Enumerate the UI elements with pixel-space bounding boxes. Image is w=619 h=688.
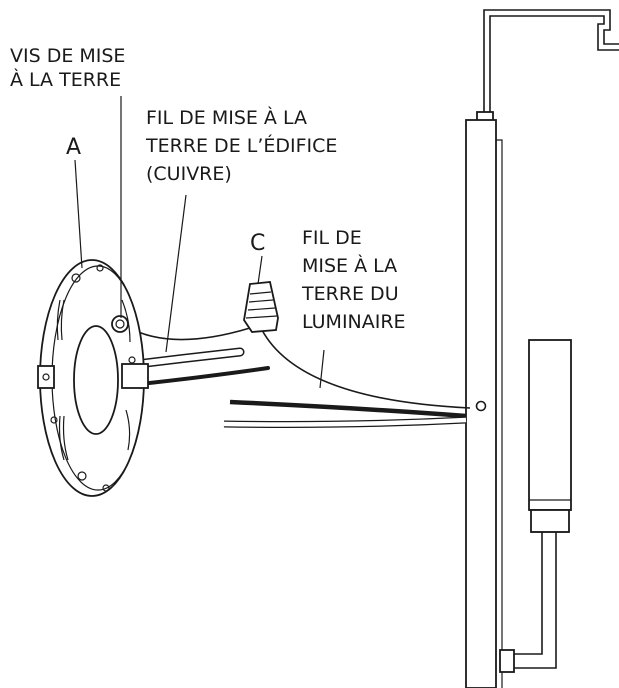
label-fixture-wire-line4: LUMINAIRE (302, 311, 406, 333)
leader-lines (74, 96, 325, 389)
label-building-wire-line1: FIL DE MISE À LA (146, 106, 307, 129)
label-fixture-wire-line1: FIL DE (302, 227, 362, 249)
label-building-wire-line3: (CUIVRE) (146, 163, 232, 185)
label-a: A (66, 135, 81, 160)
fixture-assembly (465, 9, 619, 688)
label-c: C (250, 231, 265, 256)
label-building-wire-line2: TERRE DE L’ÉDIFICE (145, 134, 337, 157)
label-fixture-wire-line2: MISE À LA (302, 254, 397, 277)
ground-screw-icon (111, 315, 129, 333)
mounting-plate (37, 259, 149, 497)
label-ground-screw-line1: VIS DE MISE (10, 45, 125, 67)
wire-connector (243, 281, 279, 333)
label-fixture-wire-line3: TERRE DU (301, 283, 399, 305)
cylinder-shade (528, 339, 572, 533)
label-ground-screw-line2: À LA TERRE (10, 68, 121, 91)
labels: A C VIS DE MISE À LA TERRE FIL DE MISE À… (10, 45, 406, 333)
